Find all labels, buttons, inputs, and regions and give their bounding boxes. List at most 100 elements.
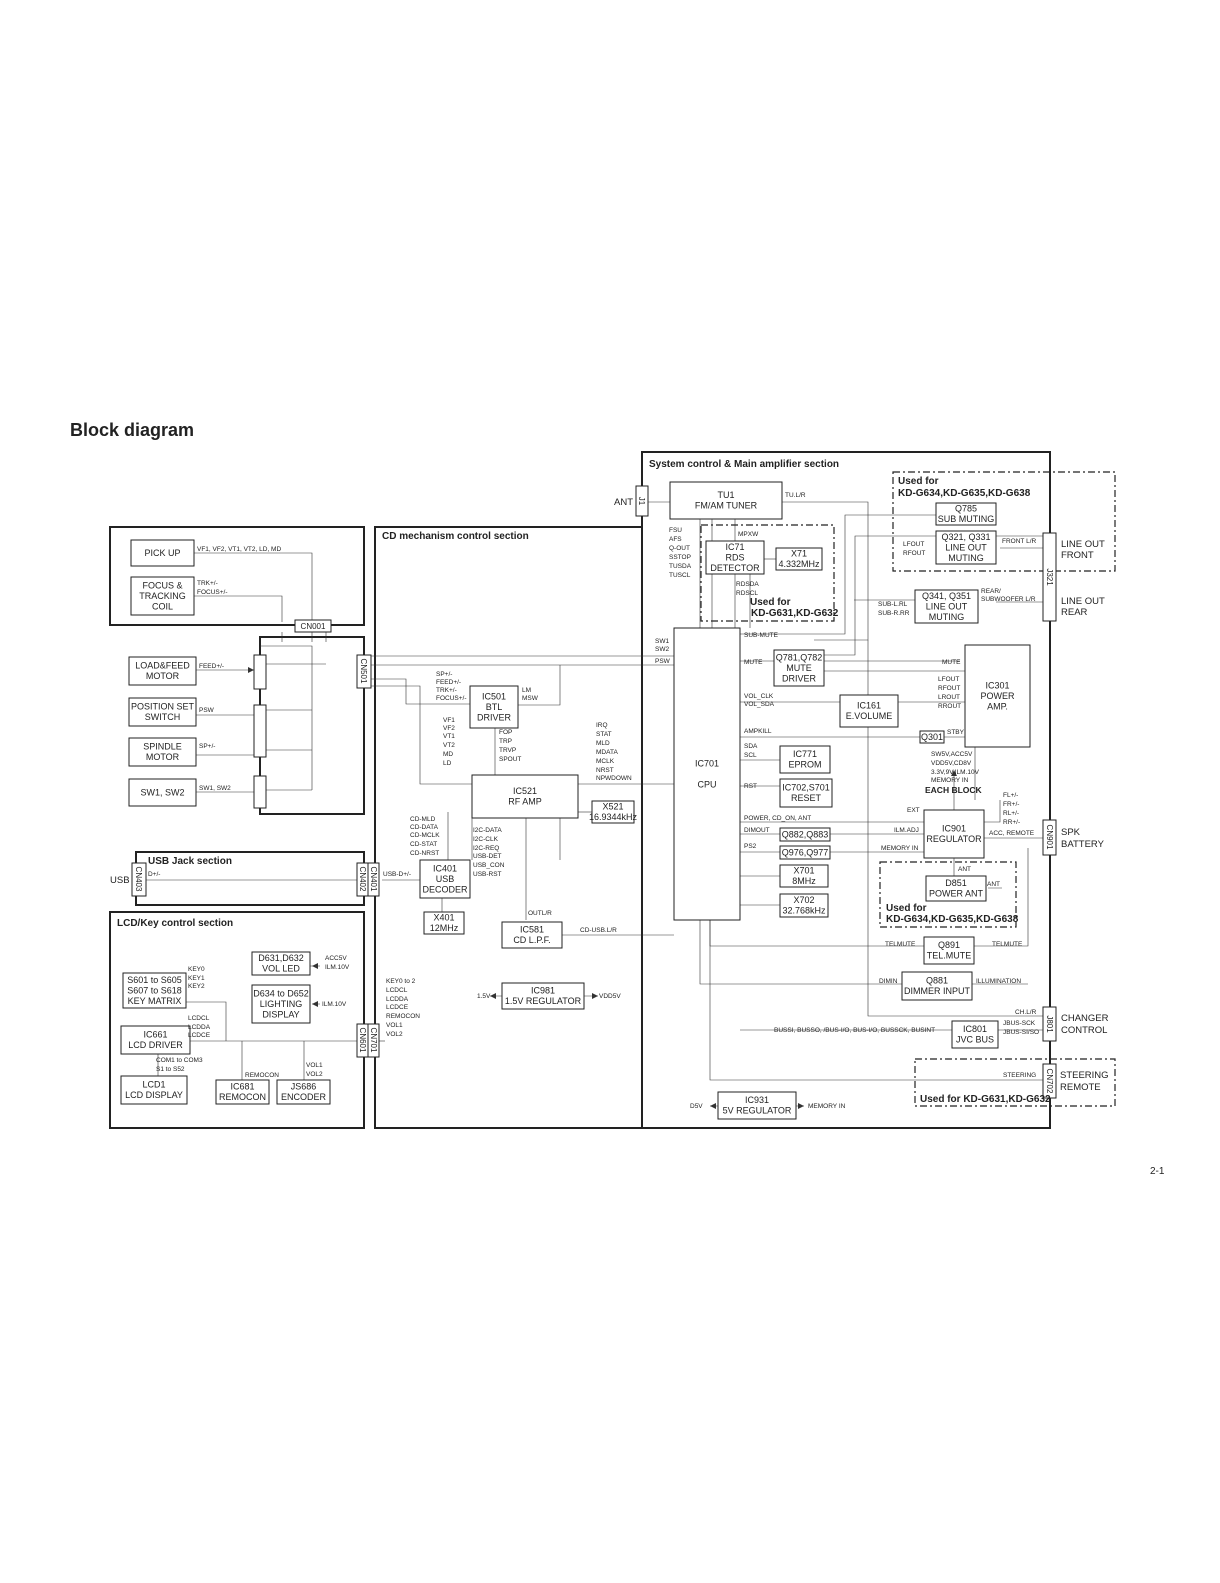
signal-label: KEY1: [188, 975, 205, 982]
cn402-label: CN402: [358, 867, 367, 892]
ic771-label: IC771: [793, 749, 817, 759]
signal-label: VOL2: [306, 1071, 323, 1078]
signal-label: AFS: [669, 536, 682, 543]
wire: [740, 800, 1001, 823]
signal-label: TUSDA: [669, 563, 692, 570]
signal-label: FEED+/-: [436, 679, 461, 686]
q781-label: Q781,Q782: [776, 652, 823, 662]
ic71-box: [705, 540, 765, 575]
used-for-label: Used for: [898, 476, 939, 487]
cn701-label: CN701: [369, 1028, 378, 1053]
cn501-connector: [356, 654, 372, 689]
signal-label: SPOUT: [499, 756, 521, 763]
q785-box: [935, 502, 997, 526]
signal-label: LFOUT: [938, 676, 959, 683]
s601-label: KEY MATRIX: [128, 996, 182, 1006]
ic161-box: [839, 694, 899, 728]
ic701-label: IC701: [695, 758, 719, 768]
signal-label: EXT: [907, 807, 920, 814]
signal-label: VOL_SDA: [744, 701, 775, 708]
ic931-label: 5V REGULATOR: [723, 1106, 792, 1116]
lcd1-box: [120, 1075, 188, 1105]
signal-label: FEED+/-: [199, 663, 224, 670]
line-out-front-label: LINE OUT: [1061, 539, 1105, 550]
q321-label: MUTING: [948, 553, 984, 563]
cd-section-title: CD mechanism control section: [382, 531, 529, 542]
d851-box: [925, 875, 987, 902]
signal-label: MEMORY IN: [881, 845, 919, 852]
signal-label: NPWDOWN: [596, 775, 632, 782]
pickup-box: [130, 539, 195, 567]
used-for-label: Used for: [750, 597, 791, 608]
signal-label: ILM.ADJ: [894, 827, 919, 834]
loadfeed-label: LOAD&FEED: [135, 661, 190, 671]
wire: [867, 640, 1043, 1017]
q976-box: [779, 845, 831, 860]
signal-label: FRONT L/R: [1002, 538, 1036, 545]
signal-label: LCDDA: [188, 1024, 211, 1031]
used-for-models: KD-G631,KD-G632: [751, 608, 839, 619]
wire: [953, 858, 1002, 889]
q341-box: [914, 589, 979, 624]
ic701-box: [673, 627, 741, 921]
signal-label: SCL: [744, 752, 757, 759]
ic702-label: IC702,S701: [782, 783, 830, 793]
signal-label: RDSCL: [736, 590, 758, 597]
wire: [740, 875, 780, 906]
changer-control-label: CHANGER: [1061, 1013, 1109, 1024]
used-for-steering: Used for KD-G631,KD-G632: [920, 1094, 1051, 1105]
signal-label: KEY0 to 2: [386, 978, 416, 985]
signal-label: LCDCL: [386, 987, 408, 994]
signal-label: RL+/-: [1003, 810, 1019, 817]
d634-label: DISPLAY: [262, 1009, 299, 1019]
signal-label: USB-RST: [473, 871, 502, 878]
signal-label: RST: [744, 783, 757, 790]
signal-label: I2C-CLK: [473, 836, 499, 843]
j801-label: J801: [1045, 1015, 1054, 1033]
x401-label: 12MHz: [430, 923, 459, 933]
j1-label: J1: [637, 497, 646, 506]
steering-remote-label: REMOTE: [1060, 1082, 1101, 1093]
wire: [241, 1041, 305, 1080]
signal-label: POWER, CD_ON, ANT: [744, 815, 811, 822]
ic521-label: RF AMP: [508, 797, 542, 807]
wire: [740, 514, 936, 635]
tu1-label: TU1: [717, 490, 734, 500]
signal-label: VOL2: [386, 1031, 403, 1038]
wire: [281, 632, 327, 642]
arrow: [710, 1103, 716, 1109]
signal-label: SW1, SW2: [199, 785, 231, 792]
signal-label: VT1: [443, 733, 455, 740]
sw12-label: SW1, SW2: [140, 787, 184, 797]
wire: [709, 920, 1043, 1081]
used-for-notes: Used for KD-G634,KD-G635,KD-G638 Used fo…: [750, 476, 1051, 1105]
q881-box: [901, 971, 973, 1001]
q882-label: Q882,Q883: [782, 829, 829, 839]
signal-label: SP+/-: [436, 671, 452, 678]
pickup-label: PICK UP: [144, 548, 180, 558]
ic401-label: IC401: [433, 863, 457, 873]
signal-label: ILM.10V: [325, 964, 350, 971]
signal-label: RDSDA: [736, 581, 759, 588]
signal-label: TRK+/-: [197, 580, 218, 587]
wire: [371, 678, 470, 705]
signal-label: IRQ: [596, 722, 608, 729]
line-out-front-label: FRONT: [1061, 550, 1094, 561]
signal-label: JBUS-SI/SO: [1003, 1029, 1039, 1036]
wire: [186, 1001, 366, 1042]
signal-label: RR+/-: [1003, 819, 1020, 826]
wires: [146, 501, 1050, 1107]
x701-label: X701: [793, 866, 814, 876]
x702-box: [779, 893, 829, 918]
d634-label: D634 to D652: [253, 988, 309, 998]
j321-label: J321: [1045, 568, 1054, 586]
cn403-connector: [131, 862, 147, 897]
ic931-label: IC931: [745, 1095, 769, 1105]
ic901-label: REGULATOR: [926, 834, 982, 844]
signal-label: LROUT: [938, 694, 960, 701]
ic901-label: IC901: [942, 824, 966, 834]
signal-label: MSW: [522, 695, 539, 702]
signal-label: LCDCE: [188, 1032, 211, 1039]
signal-label: MEMORY IN: [808, 1103, 846, 1110]
signal-labels: VF1, VF2, VT1, VT2, LD, MD TRK+/- FOCUS+…: [148, 492, 1039, 1110]
